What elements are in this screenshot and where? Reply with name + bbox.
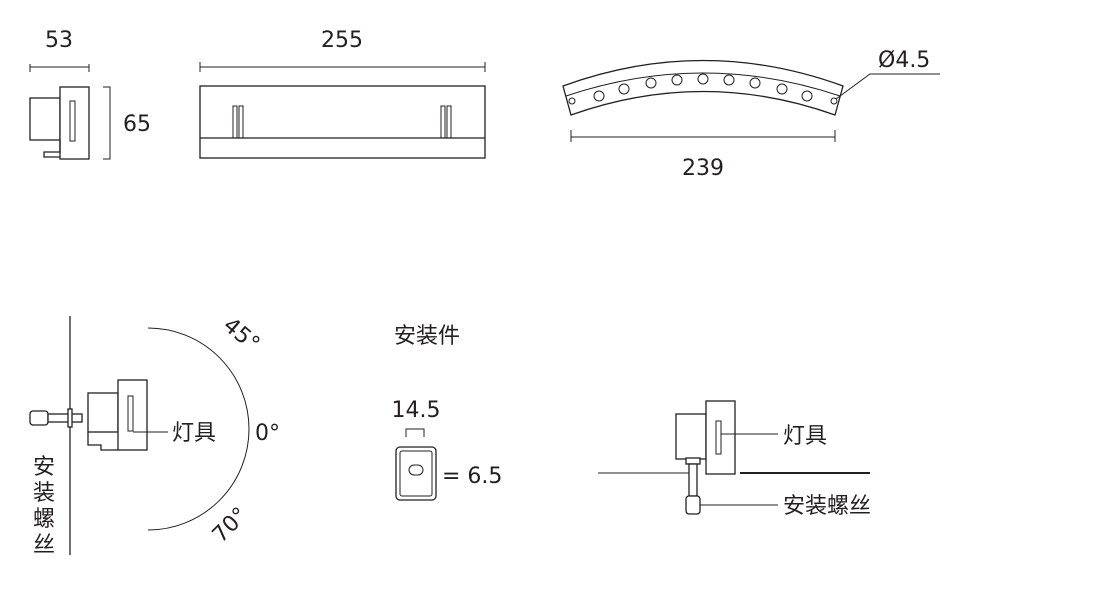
screw-head	[29, 410, 49, 426]
top-curved-view: Ø4.5 239	[562, 48, 940, 181]
screw-shaft-v	[688, 463, 698, 497]
dim-line-65	[103, 86, 111, 160]
dim-65-label: 65	[123, 112, 151, 137]
installed-screw-label: 安装螺丝	[783, 494, 871, 519]
installed-view: 灯具 安装螺丝	[598, 400, 871, 519]
led-hole	[645, 77, 657, 89]
front-slot-left-a	[232, 105, 238, 139]
screw-head-v	[685, 495, 701, 515]
side-slot	[69, 100, 76, 142]
fixture-back	[87, 392, 119, 433]
installed-fixture-label: 灯具	[783, 424, 827, 449]
led-hole	[593, 90, 605, 102]
fixture-label: 灯具	[172, 421, 216, 446]
hole-diameter-label: Ø4.5	[878, 48, 930, 73]
angle-view: 灯具 45° 0° 70° 安 装 螺 丝	[29, 313, 280, 558]
fixture-foot	[87, 432, 118, 451]
fixture-slot	[127, 395, 134, 432]
led-hole	[801, 90, 813, 102]
curved-inner-line	[565, 72, 841, 97]
svg-text:装: 装	[33, 481, 55, 506]
led-hole	[723, 74, 735, 86]
mount-hole-right	[830, 97, 838, 105]
svg-text:丝: 丝	[33, 533, 55, 558]
led-hole	[671, 74, 683, 86]
bracket-view: 安装件 14.5 = 6.5	[392, 324, 502, 501]
screw-horizontal	[29, 408, 83, 428]
mount-hole-left	[568, 97, 576, 105]
svg-text:安: 安	[33, 455, 55, 480]
installed-fixture-back	[675, 413, 707, 460]
screw-nut	[67, 408, 73, 428]
bracket-slot-label: = 6.5	[442, 464, 502, 489]
hole-leader	[835, 73, 940, 100]
front-body	[199, 85, 486, 159]
side-view: 53 65	[29, 28, 151, 160]
led-hole	[776, 83, 788, 95]
svg-text:螺: 螺	[33, 507, 55, 532]
angle-45-label: 45°	[218, 313, 264, 357]
bracket-inner	[399, 450, 433, 497]
front-slot-right-a	[440, 105, 446, 139]
front-view: 255	[199, 28, 486, 159]
screw-vertical	[685, 457, 701, 515]
bracket-slot	[408, 464, 424, 476]
screw-shaft	[47, 413, 83, 423]
screw-nut-top	[685, 457, 701, 465]
angle-0-label: 0°	[255, 421, 280, 446]
dim-line-255	[199, 62, 486, 72]
side-body-back	[29, 97, 61, 141]
bracket-title: 安装件	[394, 324, 460, 349]
angle-arc	[147, 327, 250, 531]
led-hole	[618, 83, 630, 95]
side-foot	[43, 140, 61, 158]
mount-screw-vertical-label: 安 装 螺 丝	[33, 455, 55, 558]
angle-70-label: 70°	[208, 503, 253, 548]
dim-255-label: 255	[321, 28, 363, 53]
led-hole	[697, 73, 709, 85]
dim-line-239	[570, 130, 836, 142]
dim-53-label: 53	[45, 28, 73, 53]
led-hole	[749, 77, 761, 89]
dim-239-label: 239	[682, 156, 724, 181]
installed-fixture-slot	[715, 420, 722, 455]
led-holes	[593, 73, 813, 102]
curved-body	[562, 59, 844, 116]
bracket-width-dim	[405, 428, 425, 437]
front-slot-left-b	[238, 105, 244, 139]
bracket-width-label: 14.5	[392, 398, 441, 423]
bracket-plate	[395, 446, 437, 501]
front-slot-right-b	[446, 105, 452, 139]
dim-line-53	[29, 64, 90, 72]
